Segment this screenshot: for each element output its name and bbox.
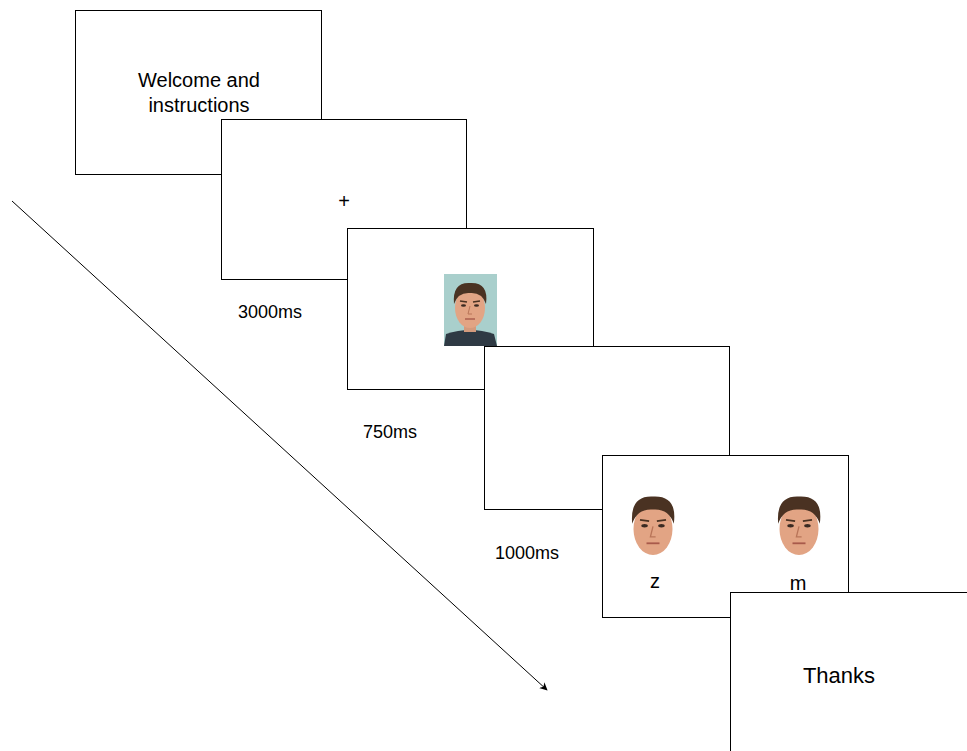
screen-text: z: [650, 569, 660, 594]
duration-label: 1000ms: [495, 543, 559, 564]
screen-text: +: [338, 189, 350, 214]
duration-label: 750ms: [363, 422, 417, 443]
face-photo: [444, 274, 497, 346]
screen-text: Welcome and instructions: [124, 68, 274, 118]
end-screen: Thanks: [730, 592, 967, 751]
screen-text: Thanks: [803, 662, 875, 690]
duration-label: 3000ms: [238, 302, 302, 323]
